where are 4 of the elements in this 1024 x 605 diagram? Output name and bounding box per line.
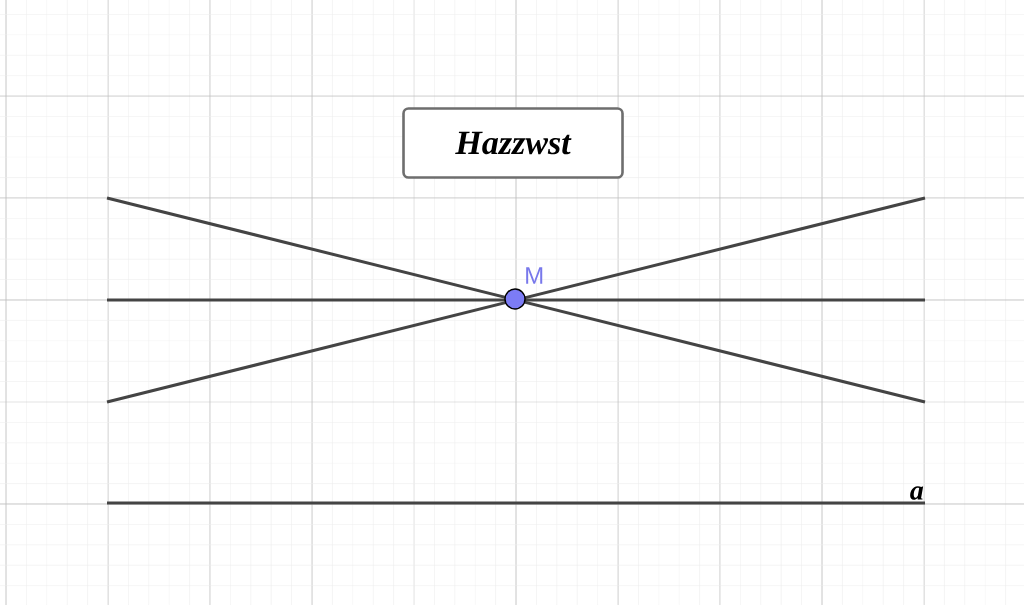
text-box: Hazzwst [402, 107, 624, 179]
point-label: M [526, 267, 543, 284]
point [504, 288, 526, 310]
line-label: a [910, 486, 924, 500]
